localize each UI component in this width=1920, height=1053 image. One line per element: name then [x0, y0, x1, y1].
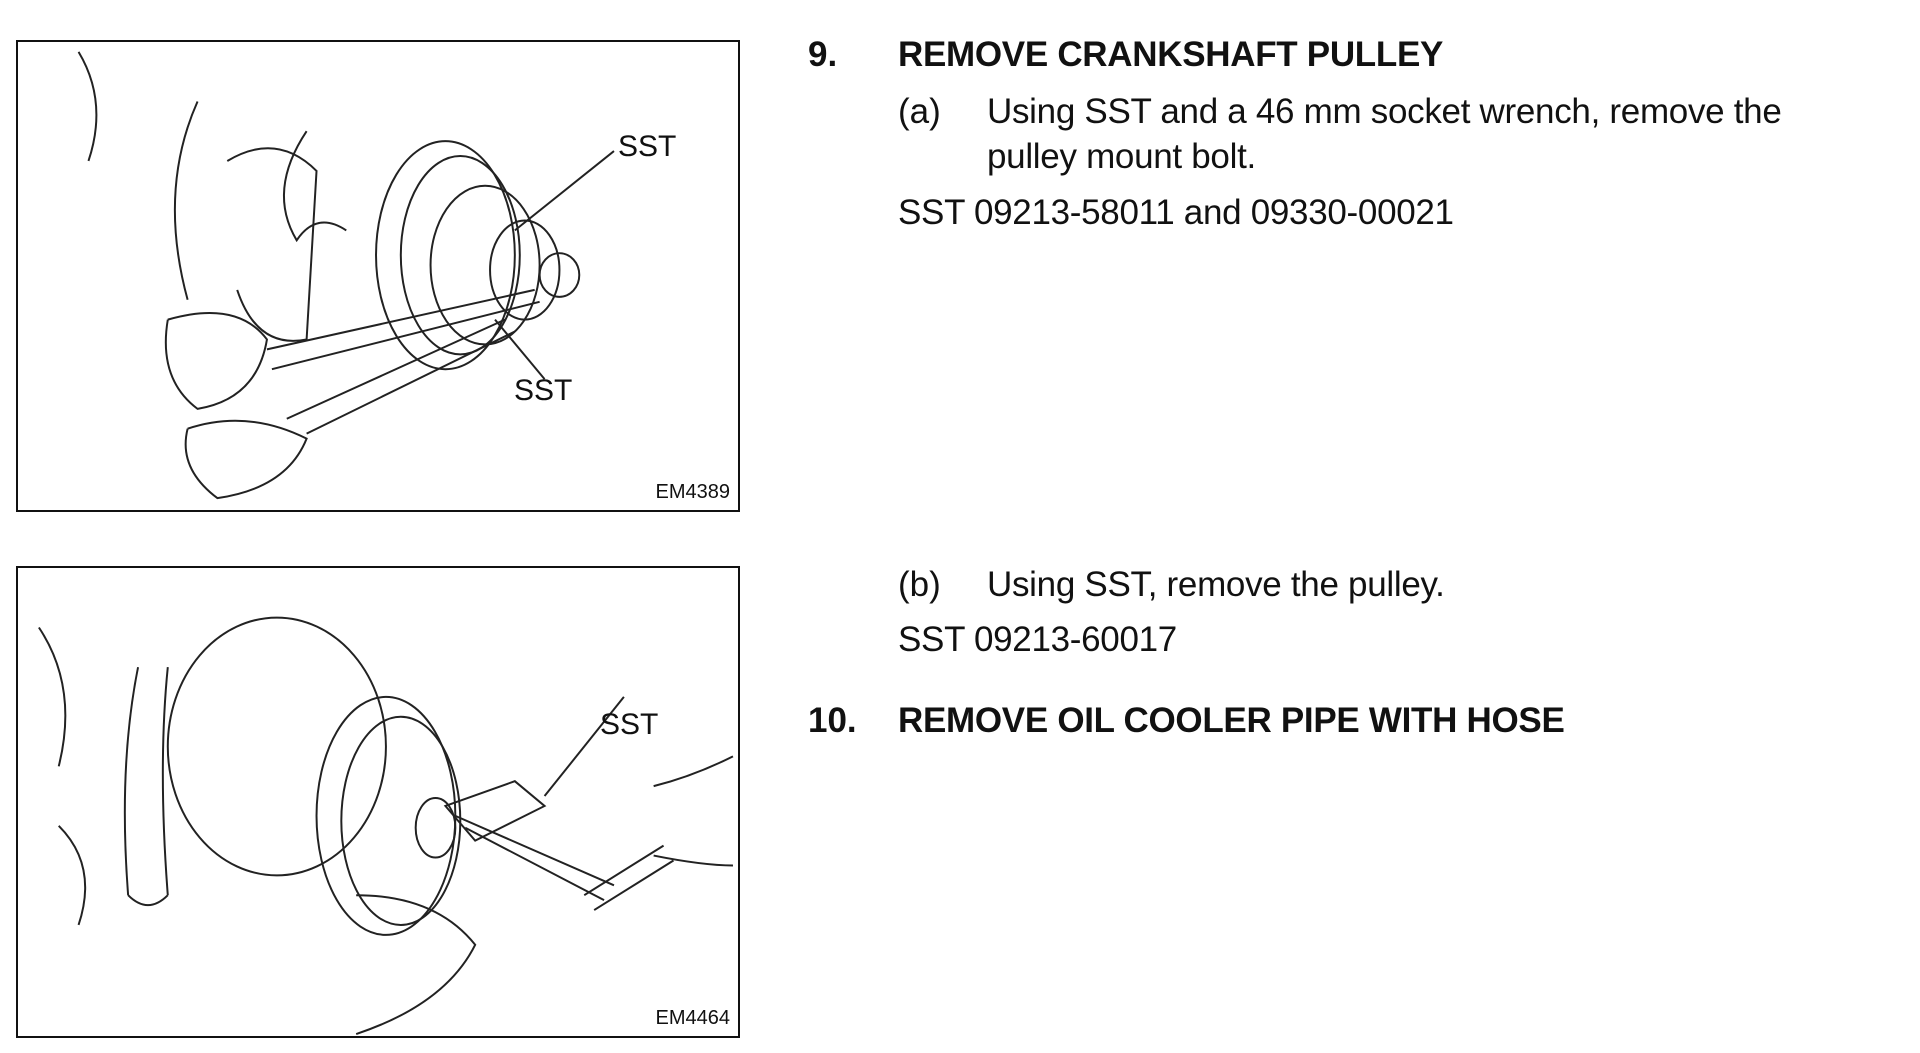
step-number-10: 10.	[808, 701, 857, 740]
figure-em4389: SST SST EM4389	[16, 40, 740, 512]
figure-code: EM4389	[655, 481, 731, 503]
step-number-9: 9.	[808, 35, 838, 74]
substep-b-sst: SST 09213-60017	[898, 620, 1177, 659]
figure-code: EM4464	[655, 1007, 731, 1029]
figure-em4464: SST EM4464	[16, 566, 740, 1038]
substep-label-b: (b)	[898, 565, 941, 604]
step-title-10: REMOVE OIL COOLER PIPE WITH HOSE	[898, 701, 1565, 740]
callout-sst-lower: SST	[514, 374, 573, 407]
substep-b-line-1: Using SST, remove the pulley.	[987, 565, 1445, 604]
callout-sst-upper: SST	[618, 130, 677, 163]
crankshaft-pulley-bolt-illustration	[77, 51, 615, 500]
substep-a-line-1: Using SST and a 46 mm socket wrench, rem…	[987, 92, 1782, 131]
step-title-9: REMOVE CRANKSHAFT PULLEY	[898, 35, 1444, 74]
pulley-puller-illustration	[38, 616, 734, 1035]
substep-a-sst: SST 09213-58011 and 09330-00021	[898, 193, 1454, 232]
substep-a-line-2: pulley mount bolt.	[987, 137, 1256, 176]
substep-label-a: (a)	[898, 92, 941, 131]
callout-sst: SST	[600, 708, 659, 741]
